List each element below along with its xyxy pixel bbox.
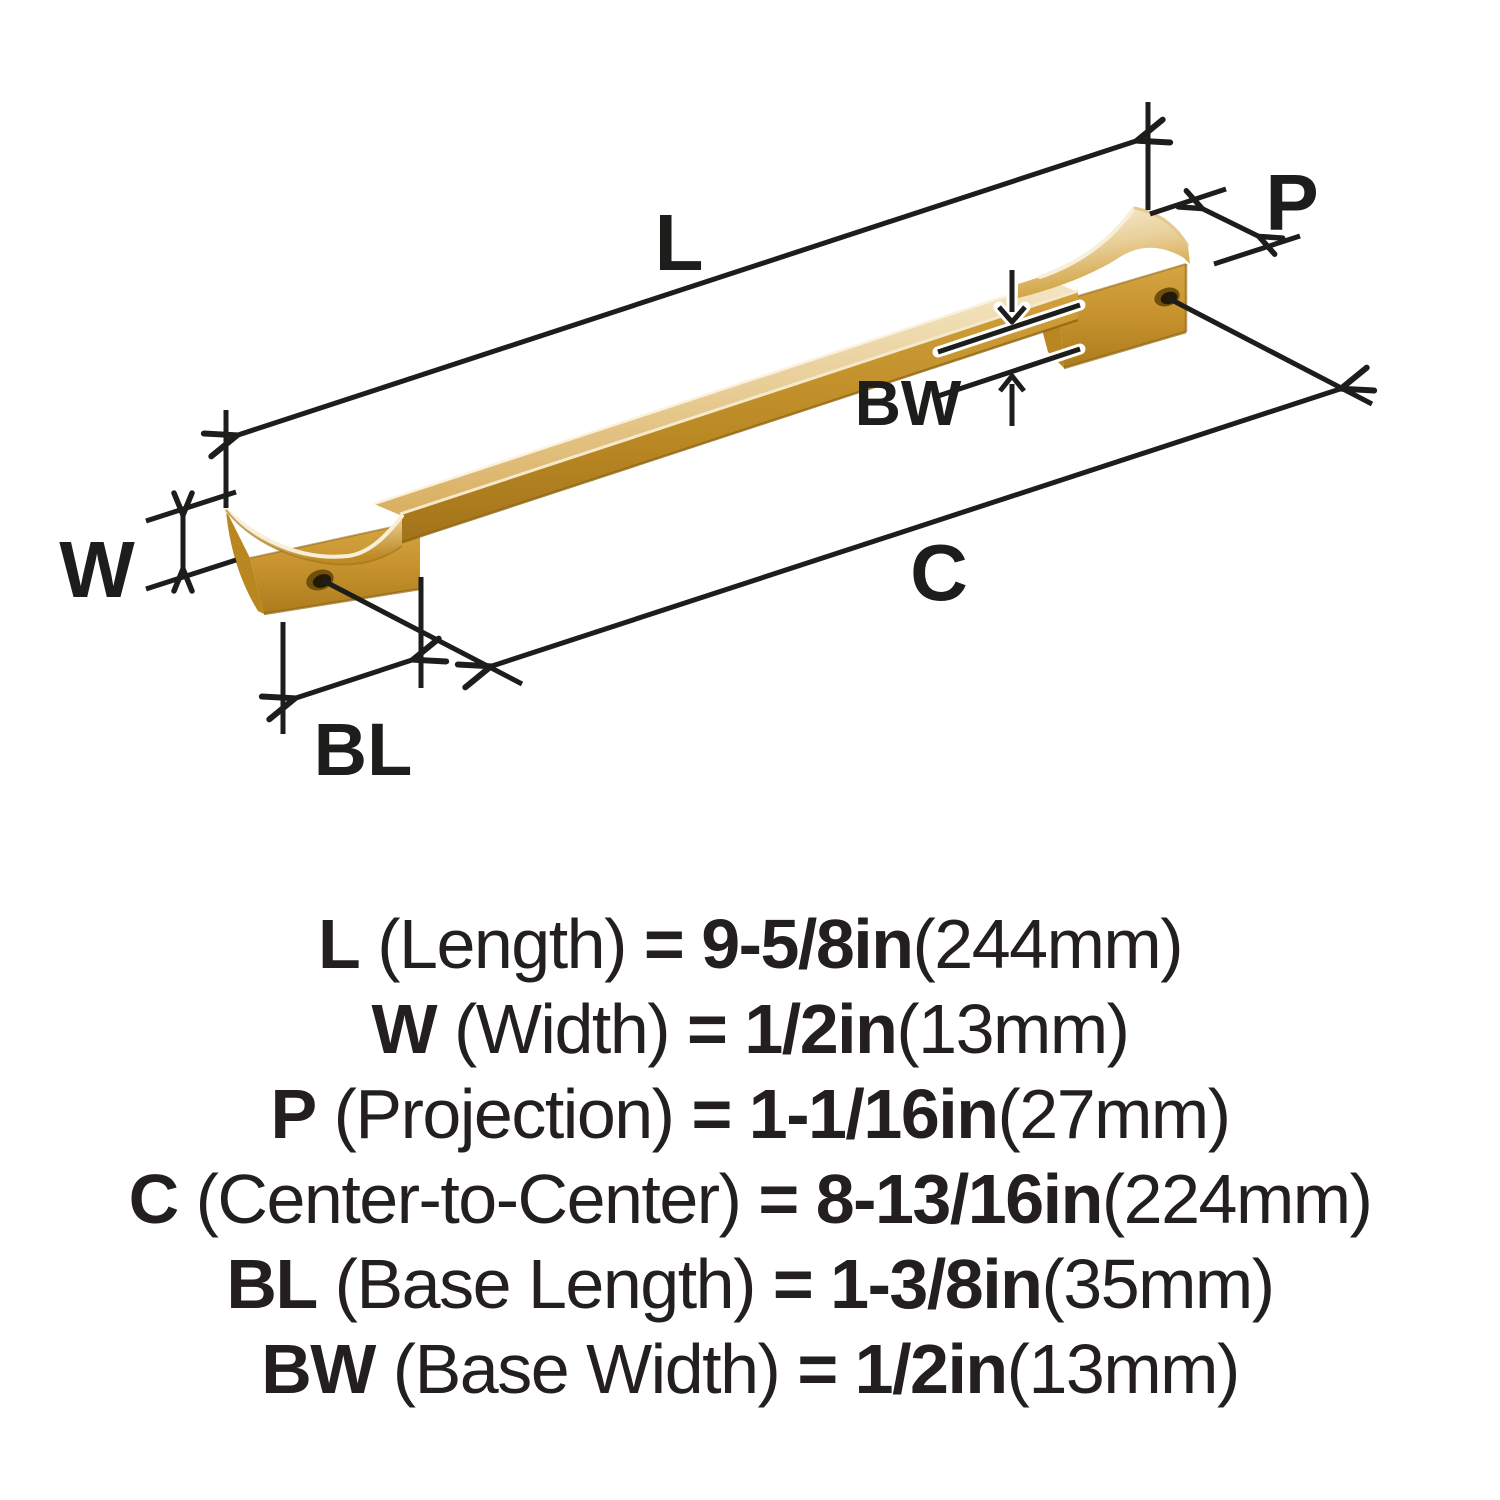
spec-value: = 1/2in: [687, 990, 898, 1068]
spec-name: (Base Length): [316, 1245, 773, 1323]
dimension-diagram: L W P C BL: [59, 102, 1378, 791]
dimension-width: [145, 489, 237, 594]
spec-value: = 1-3/8in: [772, 1245, 1043, 1323]
spec-name: (Width): [436, 990, 688, 1068]
spec-list: L (Length) = 9-5/8in(244mm) W (Width) = …: [0, 902, 1500, 1412]
spec-line-projection: P (Projection) = 1-1/16in(27mm): [0, 1072, 1500, 1157]
spec-line-width: W (Width) = 1/2in(13mm): [0, 987, 1500, 1072]
bw-arrow-up-head: [998, 373, 1026, 393]
spec-line-center: C (Center-to-Center) = 8-13/16in(224mm): [0, 1157, 1500, 1242]
dim-label-length: L: [655, 198, 704, 287]
handle-left-scoop: [224, 508, 404, 566]
dimension-base-length: [258, 577, 450, 734]
dim-label-base-width: BW: [855, 367, 962, 439]
spec-name: (Base Width): [374, 1330, 798, 1408]
bw-arrow-down-head: [997, 305, 1027, 325]
spec-metric: (244mm): [912, 905, 1183, 983]
dimension-line-bl: [258, 635, 450, 723]
spec-metric: (35mm): [1041, 1245, 1275, 1323]
spec-value: = 8-13/16in: [758, 1160, 1103, 1238]
dimension-line-p: [1175, 188, 1286, 257]
spec-line-length: L (Length) = 9-5/8in(244mm): [0, 902, 1500, 987]
handle-bar: [373, 279, 1079, 545]
dimension-length: [200, 102, 1174, 508]
tick: [1149, 186, 1227, 217]
spec-name: (Projection): [315, 1075, 692, 1153]
tick: [937, 346, 1081, 399]
spec-value: = 1-1/16in: [691, 1075, 999, 1153]
spec-code: C: [128, 1160, 180, 1238]
tick: [145, 489, 237, 524]
dim-label-projection: P: [1265, 158, 1318, 247]
spec-metric: (13mm): [1006, 1330, 1241, 1408]
dim-label-base-length: BL: [314, 708, 413, 791]
spec-line-base-width: BW (Base Width) = 1/2in(13mm): [0, 1327, 1500, 1412]
spec-value: = 1/2in: [797, 1330, 1008, 1408]
spec-code: W: [371, 990, 438, 1068]
spec-metric: (224mm): [1101, 1160, 1373, 1238]
leader-line: [1166, 295, 1374, 407]
spec-code: BL: [226, 1245, 318, 1323]
dimension-projection: [1149, 186, 1301, 267]
dim-label-center: C: [910, 528, 968, 617]
dimension-base-width: [932, 264, 1086, 426]
spec-line-base-length: BL (Base Length) = 1-3/8in(35mm): [0, 1242, 1500, 1327]
tick: [145, 557, 237, 592]
spec-code: BW: [261, 1330, 376, 1408]
dimension-line-c: [454, 364, 1378, 691]
dimension-line-l: [200, 116, 1174, 460]
spec-metric: (27mm): [997, 1075, 1231, 1153]
tick: [937, 302, 1081, 355]
handle-illustration: [224, 206, 1190, 616]
spec-value: = 9-5/8in: [643, 905, 914, 983]
dim-label-width: W: [59, 525, 135, 614]
spec-metric: (13mm): [896, 990, 1130, 1068]
spec-name: (Center-to-Center): [177, 1160, 759, 1238]
spec-code: L: [317, 905, 361, 983]
spec-name: (Length): [359, 905, 644, 983]
spec-code: P: [270, 1075, 317, 1153]
